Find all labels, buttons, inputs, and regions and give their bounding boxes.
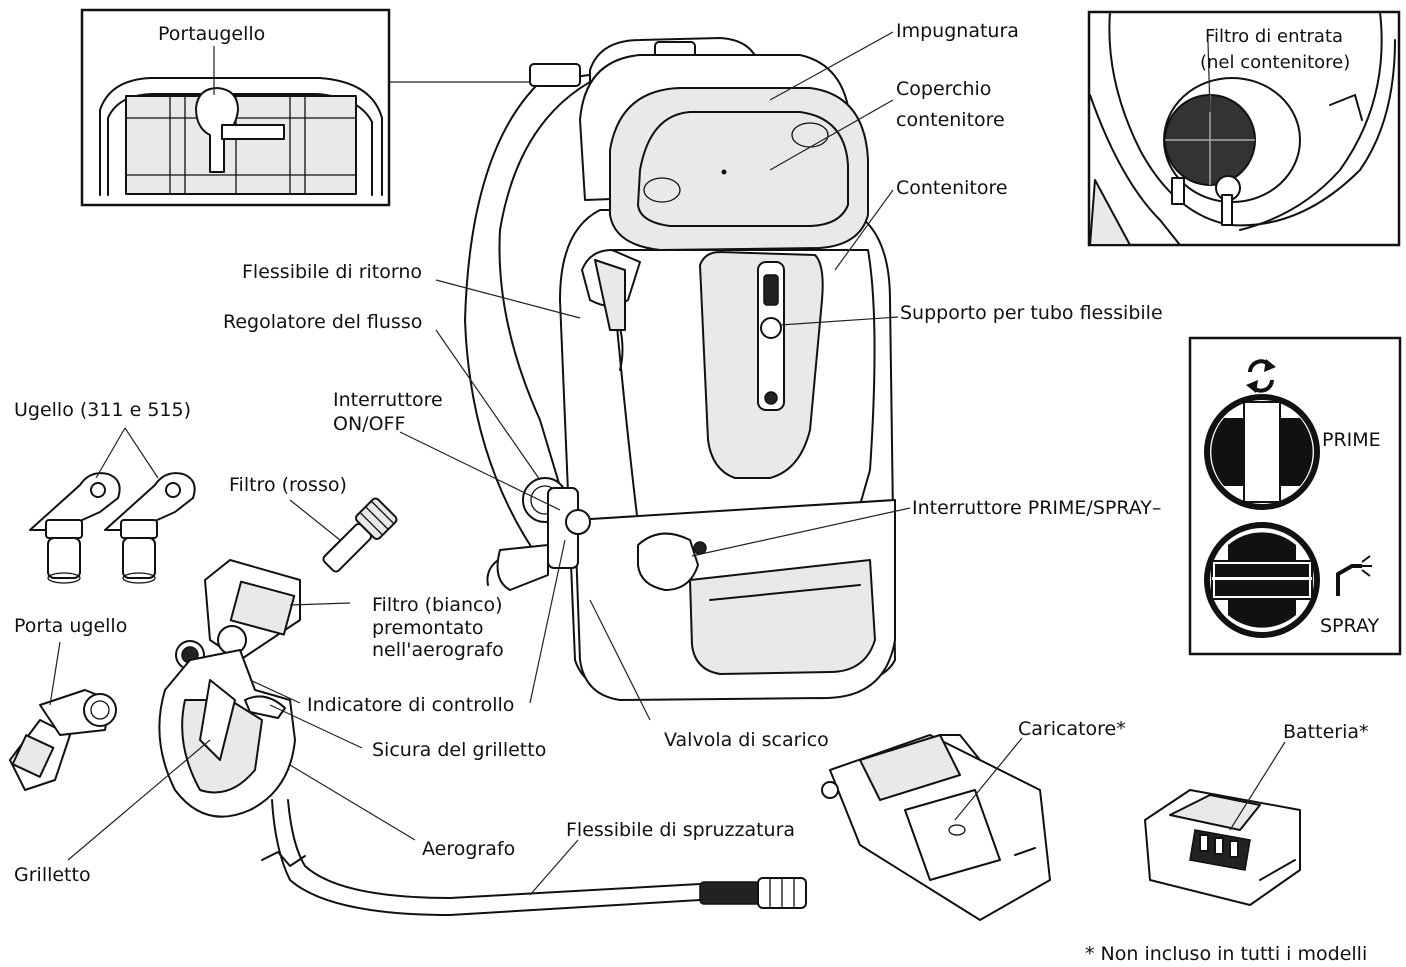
label-supporto-tubo: Supporto per tubo flessibile xyxy=(900,302,1163,324)
leader-lines xyxy=(67,31,1286,896)
label-coperchio-2: contenitore xyxy=(896,109,1005,131)
label-filtro-bianco-3: nell'aerografo xyxy=(372,639,504,661)
label-coperchio-1: Coperchio xyxy=(896,78,991,100)
label-ugello: Ugello (311 e 515) xyxy=(14,399,191,421)
prime-spray-panel xyxy=(1188,336,1402,656)
label-valvola-scarico: Valvola di scarico xyxy=(664,729,829,751)
label-aerografo: Aerografo xyxy=(422,838,515,860)
spray-knob xyxy=(1204,522,1320,638)
label-sicura-grilletto: Sicura del grilletto xyxy=(372,739,546,761)
label-filtro-rosso: Filtro (rosso) xyxy=(229,474,347,496)
label-filtro-bianco-2: premontato xyxy=(372,617,484,639)
battery xyxy=(1144,789,1301,906)
label-flessibile-ritorno: Flessibile di ritorno xyxy=(242,261,422,283)
tip-guard xyxy=(9,641,117,791)
label-interruttore-onoff-2: ON/OFF xyxy=(333,413,405,435)
label-spray: SPRAY xyxy=(1320,615,1379,637)
label-porta-ugello: Porta ugello xyxy=(14,615,127,637)
label-impugnatura: Impugnatura xyxy=(896,20,1019,42)
label-portaugello: Portaugello xyxy=(158,23,265,45)
prime-knob xyxy=(1204,394,1320,510)
label-flessibile-spruzzatura: Flessibile di spruzzatura xyxy=(566,819,795,841)
red-filter xyxy=(289,497,398,573)
label-filtro-entrata-2: (nel contenitore) xyxy=(1200,52,1350,73)
label-grilletto: Grilletto xyxy=(14,864,91,886)
spray-gun xyxy=(158,559,807,916)
label-batteria: Batteria* xyxy=(1283,721,1369,743)
label-prime-spray-switch: Interruttore PRIME/SPRAY– xyxy=(912,497,1161,519)
nozzle-pair xyxy=(29,427,196,584)
label-contenitore: Contenitore xyxy=(896,177,1008,199)
inset-inlet-filter xyxy=(1087,10,1401,247)
label-indicatore-controllo: Indicatore di controllo xyxy=(307,694,514,716)
label-caricatore: Caricatore* xyxy=(1018,718,1126,740)
label-filtro-entrata-1: Filtro di entrata xyxy=(1205,26,1343,47)
labels: Portaugello Impugnatura Coperchio conten… xyxy=(14,20,1381,965)
label-interruttore-onoff-1: Interruttore xyxy=(333,389,443,411)
backpack-sprayer xyxy=(464,37,896,701)
footnote: * Non incluso in tutti i modelli xyxy=(1085,943,1367,965)
label-prime: PRIME xyxy=(1322,429,1381,451)
label-regolatore-flusso: Regolatore del flusso xyxy=(223,311,422,333)
recirculate-arrows-icon xyxy=(1246,359,1276,393)
spray-gun-icon xyxy=(1336,555,1372,596)
charger xyxy=(821,734,1051,921)
inset-nozzle-holder xyxy=(80,8,391,207)
label-filtro-bianco-1: Filtro (bianco) xyxy=(372,594,503,616)
